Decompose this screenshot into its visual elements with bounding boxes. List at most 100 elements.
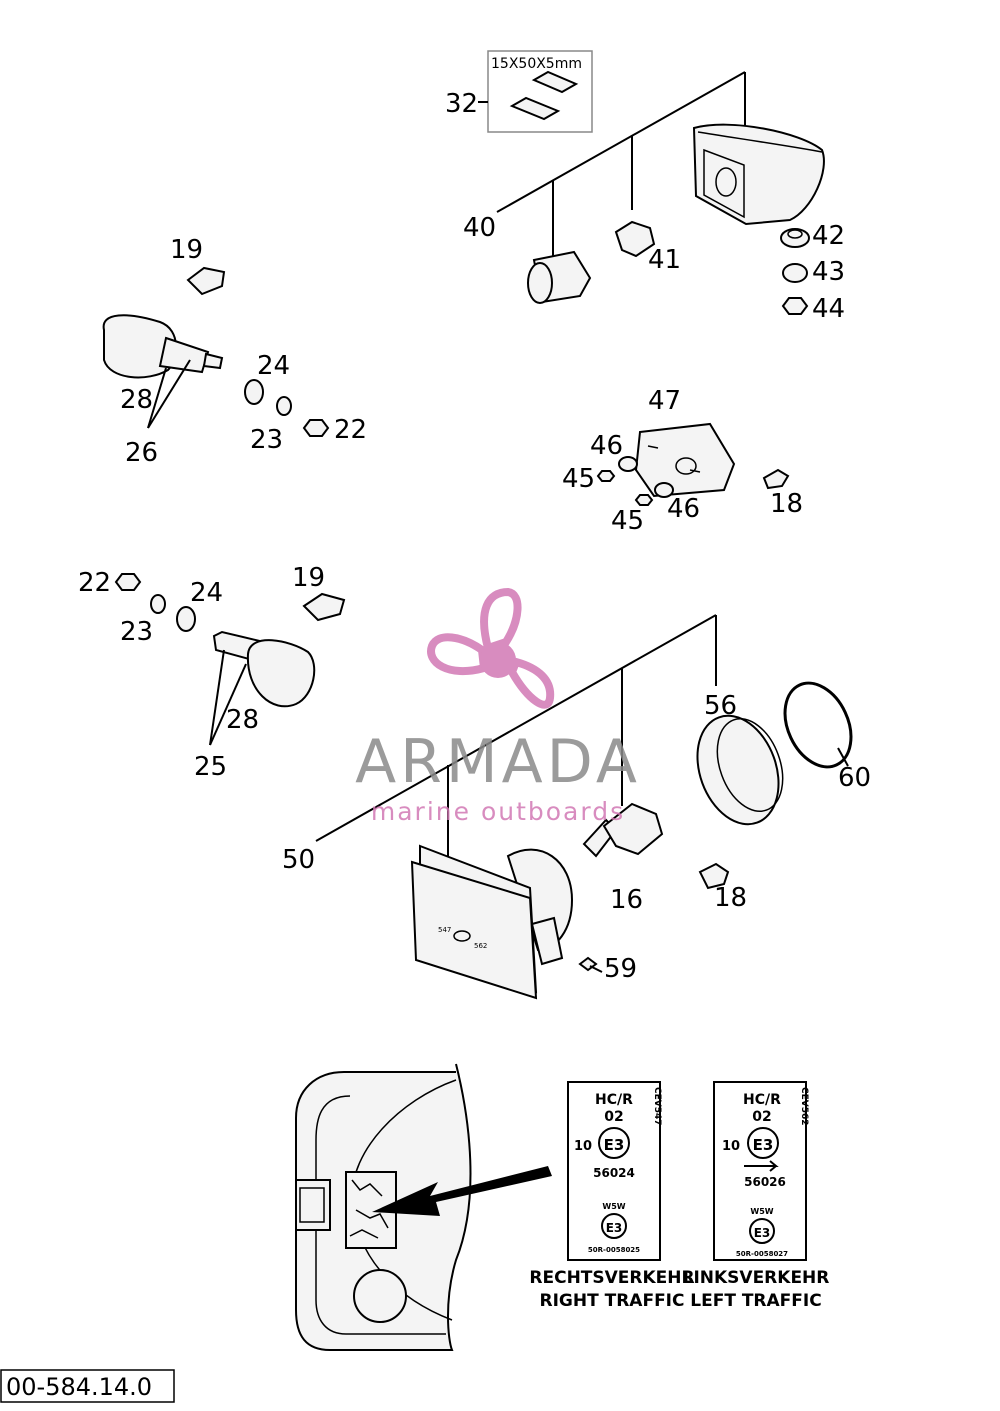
label-location-detail bbox=[295, 1063, 552, 1351]
headlight-lens bbox=[410, 860, 538, 1000]
propeller-logo bbox=[427, 587, 555, 709]
cert-w5w-right: W5W bbox=[602, 1202, 625, 1211]
cert-w5w-left: W5W bbox=[750, 1207, 773, 1216]
callout-18b: 18 bbox=[714, 883, 747, 913]
nut-upper bbox=[302, 419, 330, 437]
adjuster-knob bbox=[353, 1269, 407, 1323]
callout-32: 32 bbox=[445, 89, 478, 119]
callout-24a: 24 bbox=[257, 351, 290, 381]
cert-label-right-traffic: HC/R 02 10 E3 56024 CEV547 W5W E3 50R-00… bbox=[529, 1081, 695, 1311]
callout-42: 42 bbox=[812, 221, 845, 251]
callout-45b: 45 bbox=[611, 506, 644, 536]
callout-26: 26 bbox=[125, 438, 158, 468]
cert-hcr-right: HC/R bbox=[595, 1092, 633, 1108]
license-light-group: 47 46 45 46 45 18 bbox=[562, 386, 803, 536]
headlight-bulb-base bbox=[602, 802, 664, 856]
nut-lower bbox=[114, 573, 142, 591]
callout-56: 56 bbox=[704, 691, 737, 721]
callout-16: 16 bbox=[610, 885, 643, 915]
callout-23a: 23 bbox=[250, 425, 283, 455]
spacer-pad-lower bbox=[509, 96, 561, 121]
tail-bulb bbox=[614, 220, 656, 258]
spacer-kit-box bbox=[487, 50, 593, 133]
cert-hcr-left: HC/R bbox=[743, 1092, 781, 1108]
cert-ten-right: 10 bbox=[574, 1139, 592, 1154]
headlight-bracket bbox=[530, 916, 564, 966]
callout-45a: 45 bbox=[562, 464, 595, 494]
callout-44: 44 bbox=[812, 294, 845, 324]
cert-approval-right: 56024 bbox=[593, 1166, 635, 1180]
spacer-sleeve bbox=[782, 263, 808, 283]
cert-approval-left: 56026 bbox=[744, 1175, 786, 1189]
turn-signal-stem-upper bbox=[158, 336, 210, 374]
watermark: ARMADA marine outboards bbox=[355, 587, 641, 826]
washer-upper bbox=[244, 379, 264, 405]
nut-45b bbox=[634, 494, 654, 506]
cert-code-left: CEV562 bbox=[799, 1087, 809, 1126]
callout-24b: 24 bbox=[190, 578, 223, 608]
callout-28b: 28 bbox=[226, 705, 259, 735]
washer-lower bbox=[176, 606, 196, 632]
drawing-number-box: 00-584.14.0 bbox=[0, 1369, 175, 1403]
callout-41: 41 bbox=[648, 245, 681, 275]
callout-22b: 22 bbox=[78, 568, 111, 598]
parking-bulb bbox=[698, 862, 730, 890]
cert-label-left-traffic: HC/R 02 10 E3 56026 CEV562 W5W E3 50R-00… bbox=[683, 1081, 830, 1311]
lock-washer-lower bbox=[150, 594, 166, 614]
cert-mark2-right: E3 bbox=[606, 1221, 623, 1235]
turn-signal-bulb-upper bbox=[186, 266, 226, 296]
cert-mark-left: E3 bbox=[753, 1136, 774, 1154]
drawing-number: 00-584.14.0 bbox=[6, 1373, 152, 1401]
lock-washer-upper bbox=[276, 396, 292, 416]
caption-right-traffic-en: RIGHT TRAFFIC bbox=[540, 1291, 685, 1311]
caption-left-traffic-en: LEFT TRAFFIC bbox=[690, 1291, 821, 1311]
callout-28a: 28 bbox=[120, 385, 153, 415]
tail-light-group: 15X50X5mm 32 40 41 42 43 44 bbox=[445, 50, 845, 324]
washer-46a bbox=[618, 456, 638, 472]
callout-47: 47 bbox=[648, 386, 681, 416]
nut-45a bbox=[596, 470, 616, 482]
tail-nut bbox=[781, 297, 809, 315]
license-plate-light bbox=[634, 422, 736, 498]
caption-right-traffic-de: RECHTSVERKEHR bbox=[529, 1268, 694, 1288]
cert-num-left: 02 bbox=[752, 1109, 771, 1125]
turn-signal-bulb-lower bbox=[302, 592, 346, 622]
cert-mark-right: E3 bbox=[604, 1136, 625, 1154]
callout-19b: 19 bbox=[292, 563, 325, 593]
turn-signal-upper-group: 19 28 26 24 23 22 bbox=[102, 235, 367, 468]
cert-code-right: CEV547 bbox=[652, 1087, 662, 1126]
callout-18a: 18 bbox=[770, 489, 803, 519]
callout-50: 50 bbox=[282, 845, 315, 875]
license-bulb bbox=[762, 468, 790, 490]
cert-mark2-left: E3 bbox=[754, 1226, 771, 1240]
cert-small-right: 50R-0058025 bbox=[588, 1246, 640, 1254]
lens-mark-left: 547 bbox=[438, 926, 451, 934]
cert-ten-left: 10 bbox=[722, 1139, 740, 1154]
lens-mark-right: 562 bbox=[474, 942, 487, 950]
turn-signal-lower-group: 22 23 24 19 28 25 bbox=[78, 563, 346, 782]
callout-60: 60 bbox=[838, 763, 871, 793]
spacer-pad-upper bbox=[531, 70, 579, 94]
cert-num-right: 02 bbox=[604, 1109, 623, 1125]
turn-signal-lens-lower bbox=[246, 639, 316, 708]
callout-43: 43 bbox=[812, 257, 845, 287]
left-traffic-arrow-icon bbox=[744, 1160, 779, 1172]
headlight-group: 50 547 562 16 18 59 56 60 bbox=[282, 614, 871, 1000]
callout-40: 40 bbox=[463, 213, 496, 243]
callout-59: 59 bbox=[604, 954, 637, 984]
caption-left-traffic-de: LINKSVERKEHR bbox=[683, 1268, 830, 1288]
tail-light-housing bbox=[692, 123, 825, 226]
watermark-subtitle: marine outboards bbox=[371, 797, 625, 826]
callout-46a: 46 bbox=[590, 431, 623, 461]
callout-46b: 46 bbox=[667, 494, 700, 524]
headlight-trim-ring bbox=[696, 714, 780, 826]
pointer-arrow bbox=[372, 1166, 552, 1216]
callout-19a: 19 bbox=[170, 235, 203, 265]
watermark-title: ARMADA bbox=[355, 727, 641, 797]
headlight-seal-ring bbox=[783, 681, 853, 769]
washer-46b bbox=[654, 482, 674, 498]
callout-25: 25 bbox=[194, 752, 227, 782]
callout-23b: 23 bbox=[120, 617, 153, 647]
callout-22a: 22 bbox=[334, 415, 367, 445]
